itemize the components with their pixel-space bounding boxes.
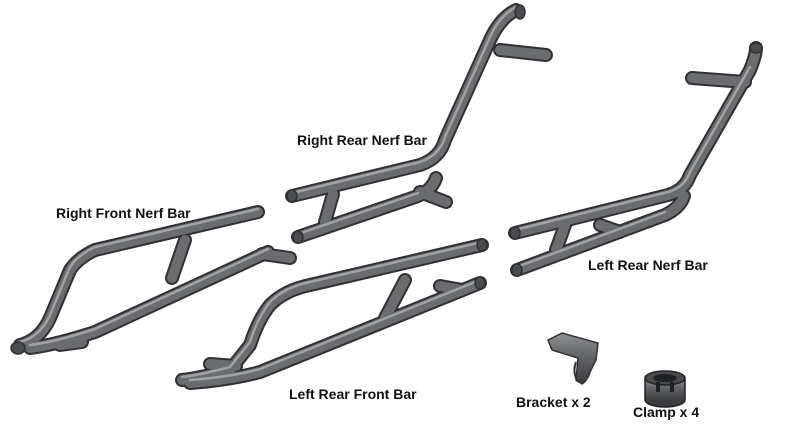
left-rear-nerf-bar-part (508, 41, 763, 277)
right-rear-nerf-bar-part (285, 3, 553, 244)
clamp-part (644, 370, 686, 408)
label-clamp: Clamp x 4 (633, 404, 700, 420)
label-right-rear-nerf-bar: Right Rear Nerf Bar (297, 132, 427, 148)
left-rear-front-bar-part (175, 238, 489, 390)
bracket-part (547, 332, 599, 385)
label-left-rear-nerf-bar: Left Rear Nerf Bar (588, 257, 708, 273)
label-bracket: Bracket x 2 (516, 394, 591, 410)
label-left-rear-front-bar: Left Rear Front Bar (289, 386, 417, 402)
label-right-front-nerf-bar: Right Front Nerf Bar (56, 205, 191, 221)
right-front-nerf-bar-part (10, 205, 297, 355)
